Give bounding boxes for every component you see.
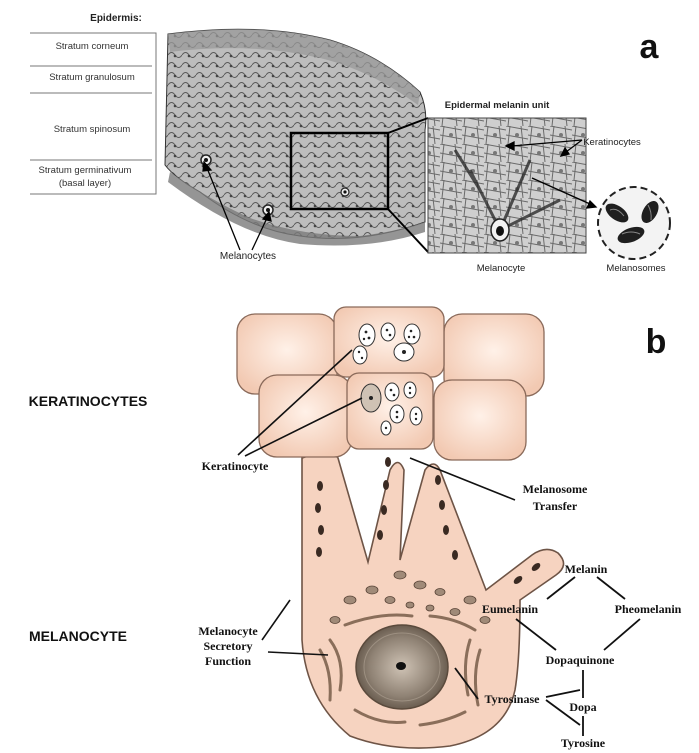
pathway-melanin: Melanin	[565, 562, 608, 576]
melanosomes-label: Melanosomes	[606, 263, 665, 274]
epidermis-heading: Epidermis:	[90, 13, 142, 24]
secretory-label-line-1: Melanocyte	[198, 624, 258, 638]
keratinocyte-cell	[259, 375, 352, 457]
layer-granulosum-label: Stratum granulosum	[49, 72, 135, 83]
pathway-tyrosinase: Tyrosinase	[485, 692, 541, 706]
layer-spinosum-label: Stratum spinosum	[54, 124, 131, 135]
melanocytes-label: Melanocytes	[220, 251, 276, 262]
melanocyte-heading: MELANOCYTE	[29, 628, 127, 644]
panel-b: b KERATINOCYTES MELANOCYTE	[29, 307, 682, 750]
pathway-dopa: Dopa	[569, 700, 596, 714]
nucleolus-icon	[396, 662, 406, 670]
pathway-pheomelanin: Pheomelanin	[615, 602, 682, 616]
pathway-eumelanin: Eumelanin	[482, 602, 538, 616]
melanosomes-icon	[598, 187, 670, 259]
layer-corneum-label: Stratum corneum	[56, 41, 129, 52]
keratinocytes-heading: KERATINOCYTES	[29, 393, 148, 409]
panel-a: a Epidermis: Stratum corneum Stratum gra…	[30, 13, 670, 274]
inset-melanocyte-label: Melanocyte	[477, 263, 526, 274]
keratinocyte-label: Keratinocyte	[202, 459, 269, 473]
epidermis-tissue	[165, 29, 426, 245]
melanin-unit-inset	[428, 118, 586, 253]
pathway-dopaquinone: Dopaquinone	[546, 653, 615, 667]
secretory-label-line-3: Function	[205, 654, 251, 668]
layer-germinativum-label: Stratum germinativum	[39, 165, 132, 176]
keratinocyte-cell	[334, 307, 444, 377]
keratinocyte-cell	[434, 380, 526, 460]
panel-b-letter: b	[646, 323, 667, 361]
layer-basal-label: (basal layer)	[59, 178, 111, 189]
secretory-label-line-2: Secretory	[203, 639, 252, 653]
panel-a-letter: a	[640, 28, 660, 66]
melanocyte-nucleus	[356, 625, 448, 709]
pathway-tyrosine: Tyrosine	[561, 736, 606, 750]
transfer-label-line-1: Melanosome	[523, 482, 588, 496]
inset-keratinocytes-label: Keratinocytes	[583, 137, 641, 148]
inset-title: Epidermal melanin unit	[445, 100, 550, 111]
transfer-label-line-2: Transfer	[533, 499, 578, 513]
